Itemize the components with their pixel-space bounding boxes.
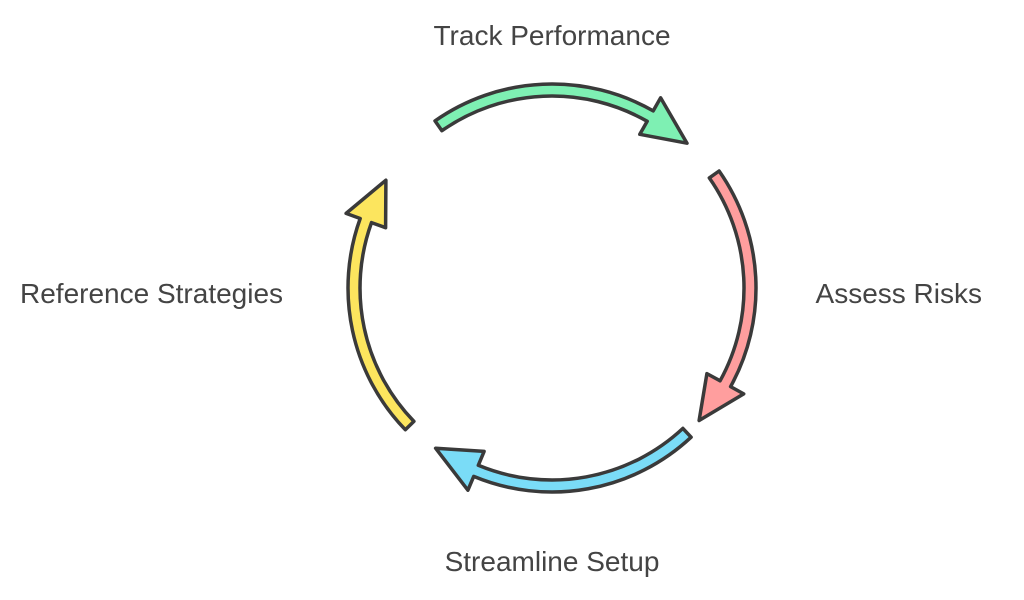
arrow-streamline-setup bbox=[433, 426, 693, 494]
arrow-track-performance bbox=[433, 82, 689, 145]
label-track-performance: Track Performance bbox=[433, 20, 671, 51]
label-reference-strategies: Reference Strategies bbox=[20, 278, 284, 309]
label-assess-risks: Assess Risks bbox=[815, 278, 982, 309]
label-streamline-setup: Streamline Setup bbox=[444, 546, 660, 577]
arrow-reference-strategies bbox=[344, 178, 416, 432]
arrow-assess-risks bbox=[697, 169, 758, 423]
